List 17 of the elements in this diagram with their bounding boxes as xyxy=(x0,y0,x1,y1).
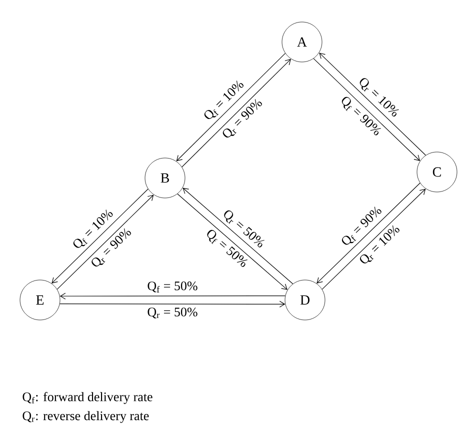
legend-note: Q$_{f}$: forward delivery rate xyxy=(22,392,152,404)
legend-note: Q$_{r}$: reverse delivery rate xyxy=(22,411,149,423)
arrow xyxy=(182,188,294,284)
arrow xyxy=(319,52,426,156)
edge-label: Q$_{r}$ = 50% xyxy=(148,308,198,318)
edge-label: Q$_{f}$ = 50% xyxy=(148,282,198,292)
arrow xyxy=(60,292,286,300)
arrow xyxy=(313,58,420,161)
edge-label: Q$_{r}$ = 90% xyxy=(92,228,131,266)
arrow xyxy=(177,194,288,290)
arrow xyxy=(52,188,148,284)
arrow xyxy=(176,52,286,162)
arrow xyxy=(60,300,286,308)
arrow xyxy=(56,194,154,290)
arrow xyxy=(322,188,426,290)
arrow xyxy=(182,58,291,168)
arrow xyxy=(316,182,420,284)
